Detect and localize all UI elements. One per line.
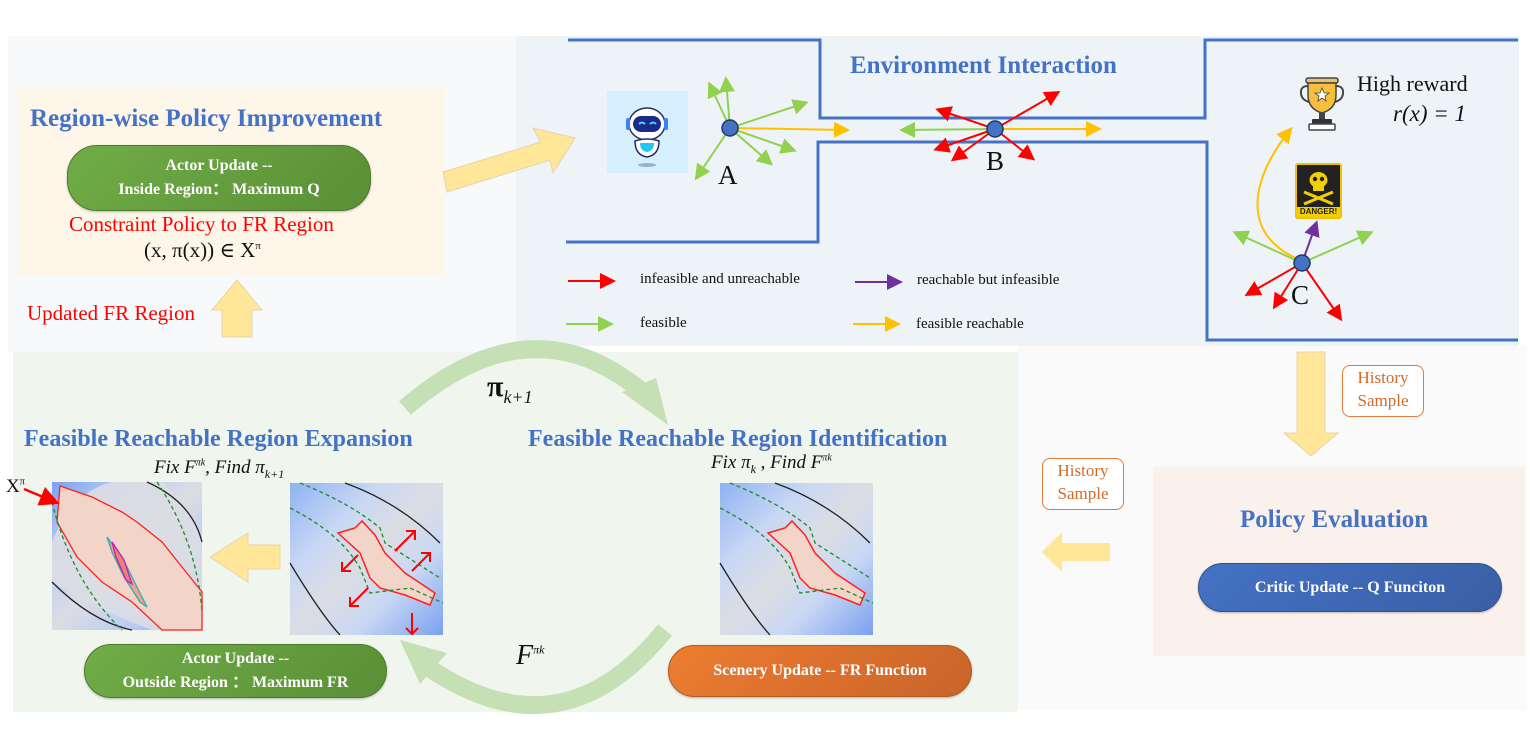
state-a-node <box>721 119 739 137</box>
actor-update-outside-line1: Actor Update -- <box>181 650 290 667</box>
region-identification-title: Feasible Reachable Region Identification <box>528 426 948 452</box>
cycle-label-f-pik: Fπk <box>516 640 545 671</box>
environment-panel <box>516 36 1519 346</box>
policy-improvement-title: Region-wise Policy Improvement <box>30 105 383 132</box>
policy-evaluation-title: Policy Evaluation <box>1240 506 1429 533</box>
state-c-arrows <box>1232 126 1374 322</box>
policy-evaluation-panel <box>1153 467 1525 656</box>
danger-skull-icon: DANGER! <box>1295 163 1342 219</box>
left-block-arrow <box>1042 532 1110 572</box>
critic-update-button[interactable]: Critic Update -- Q Funciton <box>1198 563 1502 612</box>
legend-infeasible-unreachable: infeasible and unreachable <box>640 271 800 287</box>
environment-title: Environment Interaction <box>850 52 1117 79</box>
cycle-arrow-top <box>399 340 646 415</box>
actor-update-outside-line2: Outside Region ： Maximum FR <box>122 674 349 691</box>
actor-update-inside-button[interactable]: Actor Update -- Inside Region： Maximum Q <box>67 145 371 211</box>
robot-icon <box>607 91 688 173</box>
state-b-node <box>986 120 1004 138</box>
expansion-left-block-arrow <box>209 532 281 583</box>
reward-label: High reward <box>1357 71 1468 96</box>
scenery-update-button[interactable]: Scenery Update -- FR Function <box>668 645 972 697</box>
region-identification-subtitle: Fix πk , Find Fπk <box>711 452 832 476</box>
actor-update-inside-line2: Inside Region： Maximum Q <box>118 181 320 198</box>
state-c-label: C <box>1291 280 1310 310</box>
legend-feasible: feasible <box>640 315 687 331</box>
down-block-arrow <box>1282 351 1340 457</box>
heatmap-identification <box>719 482 874 636</box>
state-c-node <box>1293 254 1311 272</box>
region-expansion-subtitle: Fix Fπk, Find πk+1 <box>154 457 285 481</box>
diagonal-block-arrow <box>442 127 576 193</box>
state-a-label: A <box>718 160 738 190</box>
actor-update-inside-line1: Actor Update -- <box>165 157 273 174</box>
cycle-arrow-bottom <box>419 624 672 714</box>
actor-update-outside-button[interactable]: Actor Update -- Outside Region ： Maximum… <box>84 644 387 698</box>
history-sample-badge-top: History Sample <box>1342 365 1424 417</box>
heatmap-expanded <box>51 481 203 631</box>
up-block-arrow <box>210 279 264 338</box>
trophy-icon <box>1298 76 1346 132</box>
constraint-formula: (x, π(x)) ∈ Xπ <box>144 238 261 262</box>
state-b-label: B <box>986 146 1005 176</box>
heatmap-before-expansion <box>289 482 444 636</box>
x-pi-label: Xπ <box>6 476 25 497</box>
history-sample-badge-left: History Sample <box>1042 458 1124 510</box>
legend-reachable-infeasible: reachable but infeasible <box>917 272 1060 288</box>
danger-label: DANGER! <box>1299 207 1338 216</box>
reward-formula: r(x) = 1 <box>1393 101 1466 126</box>
cycle-label-pi-k1: πk+1 <box>487 370 533 407</box>
region-expansion-title: Feasible Reachable Region Expansion <box>24 426 413 452</box>
updated-fr-region-label: Updated FR Region <box>27 301 195 325</box>
constraint-policy-text: Constraint Policy to FR Region <box>69 212 334 236</box>
legend-feasible-reachable: feasible reachable <box>916 316 1024 332</box>
